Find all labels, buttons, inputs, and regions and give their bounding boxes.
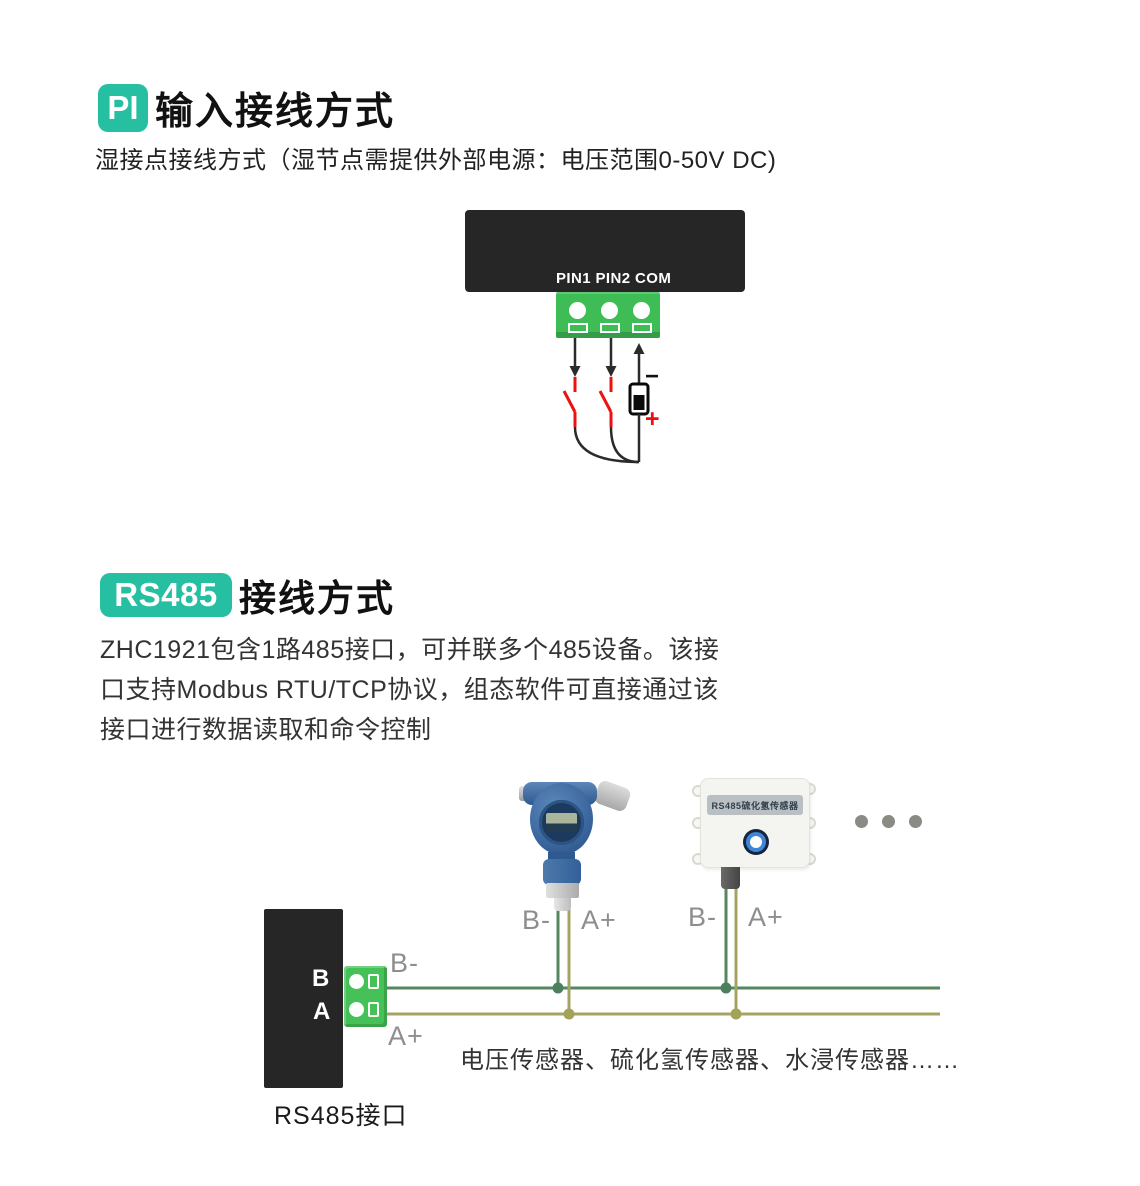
pressure-transmitter-sensor — [518, 776, 638, 916]
transmitter-body — [543, 859, 581, 885]
pins-label: PIN1 PIN2 COM — [556, 270, 672, 287]
wire-label-b: B- — [390, 948, 419, 978]
wire-label-a: A+ — [748, 902, 784, 932]
sensor-box-label: RS485硫化氢传感器 — [707, 795, 803, 815]
switch-icon — [598, 390, 613, 413]
hex-fitting — [546, 883, 579, 898]
probe-stem — [554, 898, 571, 911]
transmitter-neck — [548, 852, 575, 861]
cable-gland-icon — [721, 867, 740, 889]
port-b-label: B — [312, 965, 330, 992]
paragraph-line: 接口进行数据读取和命令控制 — [100, 716, 432, 744]
paragraph-line: ZHC1921包含1路485接口，可并联多个485设备。该接 — [100, 636, 720, 664]
arrow-down-icon — [605, 366, 617, 377]
terminal-port-icon — [569, 302, 586, 319]
rs485-interface-label: RS485接口 — [274, 1102, 408, 1130]
pi-badge: PI — [98, 83, 148, 132]
rs485-terminal-block — [344, 966, 387, 1027]
wire-label-b: B- — [688, 902, 717, 932]
ellipsis-dots-icon — [855, 815, 922, 828]
battery-plus-label: + — [645, 405, 660, 433]
terminal-slot-icon — [600, 323, 620, 333]
cable-gland-icon — [592, 779, 633, 813]
sensor-eye-icon — [750, 836, 762, 848]
rs485-sensor-box: RS485硫化氢传感器 — [692, 776, 818, 896]
pi-section-header: PI 输入接线方式 — [98, 80, 395, 135]
terminal-port-icon — [633, 302, 650, 319]
terminal-slot-icon — [368, 974, 379, 989]
battery-minus-label: − — [645, 363, 660, 390]
pi-wiring-diagram — [562, 338, 650, 464]
terminal-port-icon — [349, 974, 364, 989]
pi-subtitle: 湿接点接线方式（湿节点需提供外部电源：电压范围0-50V DC) — [95, 147, 777, 174]
pi-device-box: PIN1 PIN2 COM — [465, 210, 745, 292]
rs485-bus-wiring — [386, 888, 940, 1020]
wire-label-a: A+ — [581, 905, 617, 935]
junction-dot — [730, 1008, 742, 1020]
terminal-slot-icon — [368, 1002, 379, 1017]
wire-label-b: B- — [522, 905, 551, 935]
terminal-port-icon — [349, 1002, 364, 1017]
pin2-wire — [598, 338, 640, 464]
arrow-down-icon — [569, 366, 581, 377]
pi-terminal-block — [556, 292, 660, 338]
port-a-label: A — [313, 998, 331, 1025]
rs485-device-box: B A — [264, 909, 343, 1088]
arrow-up-icon — [633, 343, 645, 354]
sensor-types-caption: 电压传感器、硫化氢传感器、水浸传感器…… — [460, 1047, 960, 1074]
terminal-slot-icon — [632, 323, 652, 333]
rs485-section-header: RS485 接线方式 — [100, 568, 395, 622]
terminal-slot-icon — [568, 323, 588, 333]
paragraph-line: 口支持Modbus RTU/TCP协议，组态软件可直接通过该 — [100, 676, 719, 704]
rs485-badge: RS485 — [100, 573, 232, 617]
junction-dot — [552, 982, 564, 994]
lcd-screen — [546, 813, 577, 832]
wire-label-a: A+ — [388, 1021, 424, 1051]
rs485-paragraph: ZHC1921包含1路485接口，可并联多个485设备。该接 口支持Modbus… — [100, 630, 719, 750]
switch-icon — [562, 390, 577, 413]
com-wire — [628, 343, 650, 462]
junction-dot — [563, 1008, 575, 1020]
junction-dot — [720, 982, 732, 994]
rs485-section-title: 接线方式 — [239, 578, 395, 619]
pin1-wire — [562, 338, 640, 464]
pi-section-title: 输入接线方式 — [155, 91, 396, 133]
terminal-port-icon — [601, 302, 618, 319]
